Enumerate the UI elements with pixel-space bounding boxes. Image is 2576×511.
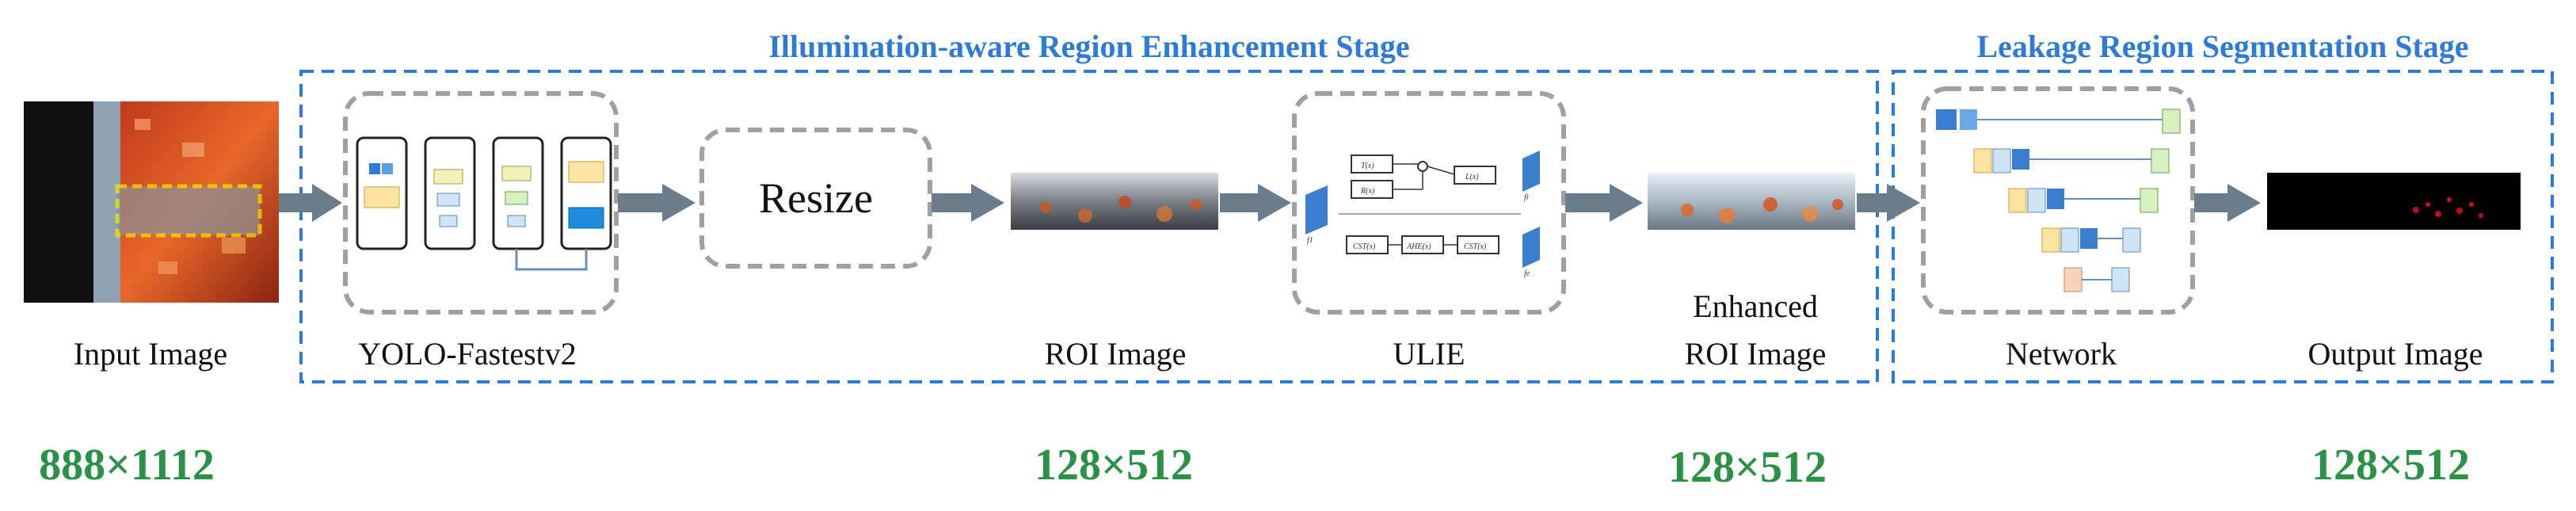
roi-image bbox=[1011, 173, 1218, 230]
ulie-t-label: T(x) bbox=[1361, 162, 1374, 170]
output-image bbox=[2267, 173, 2521, 230]
caption-network: Network bbox=[2006, 336, 2117, 372]
resize-label: Resize bbox=[759, 174, 873, 222]
ulie-f1-label: f1 bbox=[1307, 236, 1313, 245]
caption-output-image: Output Image bbox=[2307, 336, 2483, 372]
size-enhanced: 128×512 bbox=[1668, 443, 1827, 492]
size-roi: 128×512 bbox=[1035, 440, 1193, 490]
roi-detection-box bbox=[115, 184, 262, 238]
ulie-enh-feature bbox=[1522, 227, 1540, 268]
ulie-ahe-label: AHE(x) bbox=[1406, 242, 1431, 251]
caption-ulie: ULIE bbox=[1393, 336, 1465, 372]
ulie-fi-label: fi bbox=[1524, 193, 1529, 202]
caption-roi-image: ROI Image bbox=[1045, 336, 1187, 372]
arrow-yolo-to-resize bbox=[618, 184, 695, 222]
arrow-roi-to-ulie bbox=[1220, 184, 1291, 222]
ulie-r-label: R(x) bbox=[1360, 187, 1375, 196]
size-input: 888×1112 bbox=[39, 440, 215, 490]
segmentation-network-block bbox=[1921, 86, 2195, 315]
yolo-fastestv2-block bbox=[343, 91, 619, 315]
size-output: 128×512 bbox=[2311, 440, 2470, 490]
arrow-network-to-output bbox=[2194, 184, 2261, 222]
caption-input-image: Input Image bbox=[74, 336, 227, 372]
enhanced-roi-image bbox=[1648, 173, 1855, 230]
ulie-illum-feature bbox=[1522, 151, 1540, 192]
arrow-enhanced-to-network bbox=[1857, 184, 1920, 222]
ulie-cst1-label: CST(x) bbox=[1353, 242, 1376, 251]
caption-enhanced-line2: ROI Image bbox=[1685, 336, 1827, 372]
input-image bbox=[24, 101, 279, 303]
ulie-input-feature bbox=[1305, 185, 1328, 235]
caption-enhanced-line1: Enhanced bbox=[1693, 288, 1818, 324]
caption-yolo: YOLO-Fastestv2 bbox=[358, 336, 577, 372]
ulie-block: f1 T(x) R(x) L(x) CST(x) AHE(x) CST(x) f… bbox=[1292, 91, 1566, 315]
enhancement-stage-title: Illumination-aware Region Enhancement St… bbox=[768, 29, 1409, 64]
ulie-l-label: L(x) bbox=[1465, 173, 1479, 181]
ulie-fe-label: fe bbox=[1524, 269, 1530, 278]
segmentation-stage-box bbox=[1892, 70, 2554, 383]
segmentation-stage-title: Leakage Region Segmentation Stage bbox=[1976, 29, 2468, 64]
resize-block: Resize bbox=[699, 128, 932, 269]
yolo-layer-4 bbox=[560, 136, 612, 250]
enhancement-stage-box bbox=[299, 70, 1879, 383]
arrow-input-to-yolo bbox=[279, 184, 342, 222]
arrow-resize-to-roi bbox=[932, 184, 1004, 222]
ulie-cst2-label: CST(x) bbox=[1464, 242, 1487, 251]
arrow-ulie-to-enhanced bbox=[1565, 184, 1643, 222]
